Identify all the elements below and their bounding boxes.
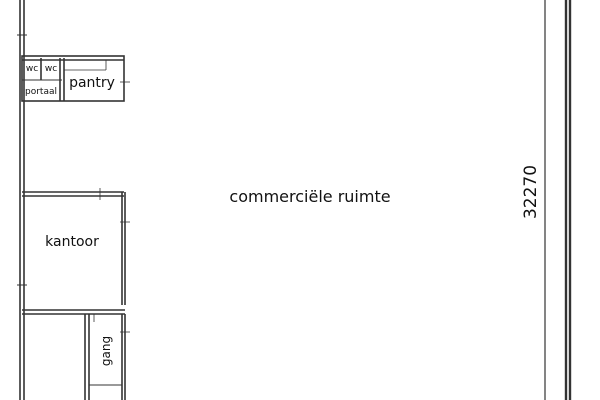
dimension-label: 32270: [521, 165, 541, 219]
outer-walls: [17, 0, 572, 400]
gang-walls: [84, 314, 130, 400]
room-label-wc-2: wc: [45, 64, 57, 74]
room-label-gang: gang: [99, 336, 113, 366]
kantoor-walls: [22, 188, 130, 315]
room-label-wc-1: wc: [26, 64, 38, 74]
wc-block-walls: [21, 55, 130, 102]
room-label-commercial-space: commerciële ruimte: [229, 187, 390, 206]
room-label-kantoor: kantoor: [45, 234, 99, 250]
room-label-pantry: pantry: [69, 75, 115, 91]
room-label-portaal: portaal: [25, 87, 57, 97]
